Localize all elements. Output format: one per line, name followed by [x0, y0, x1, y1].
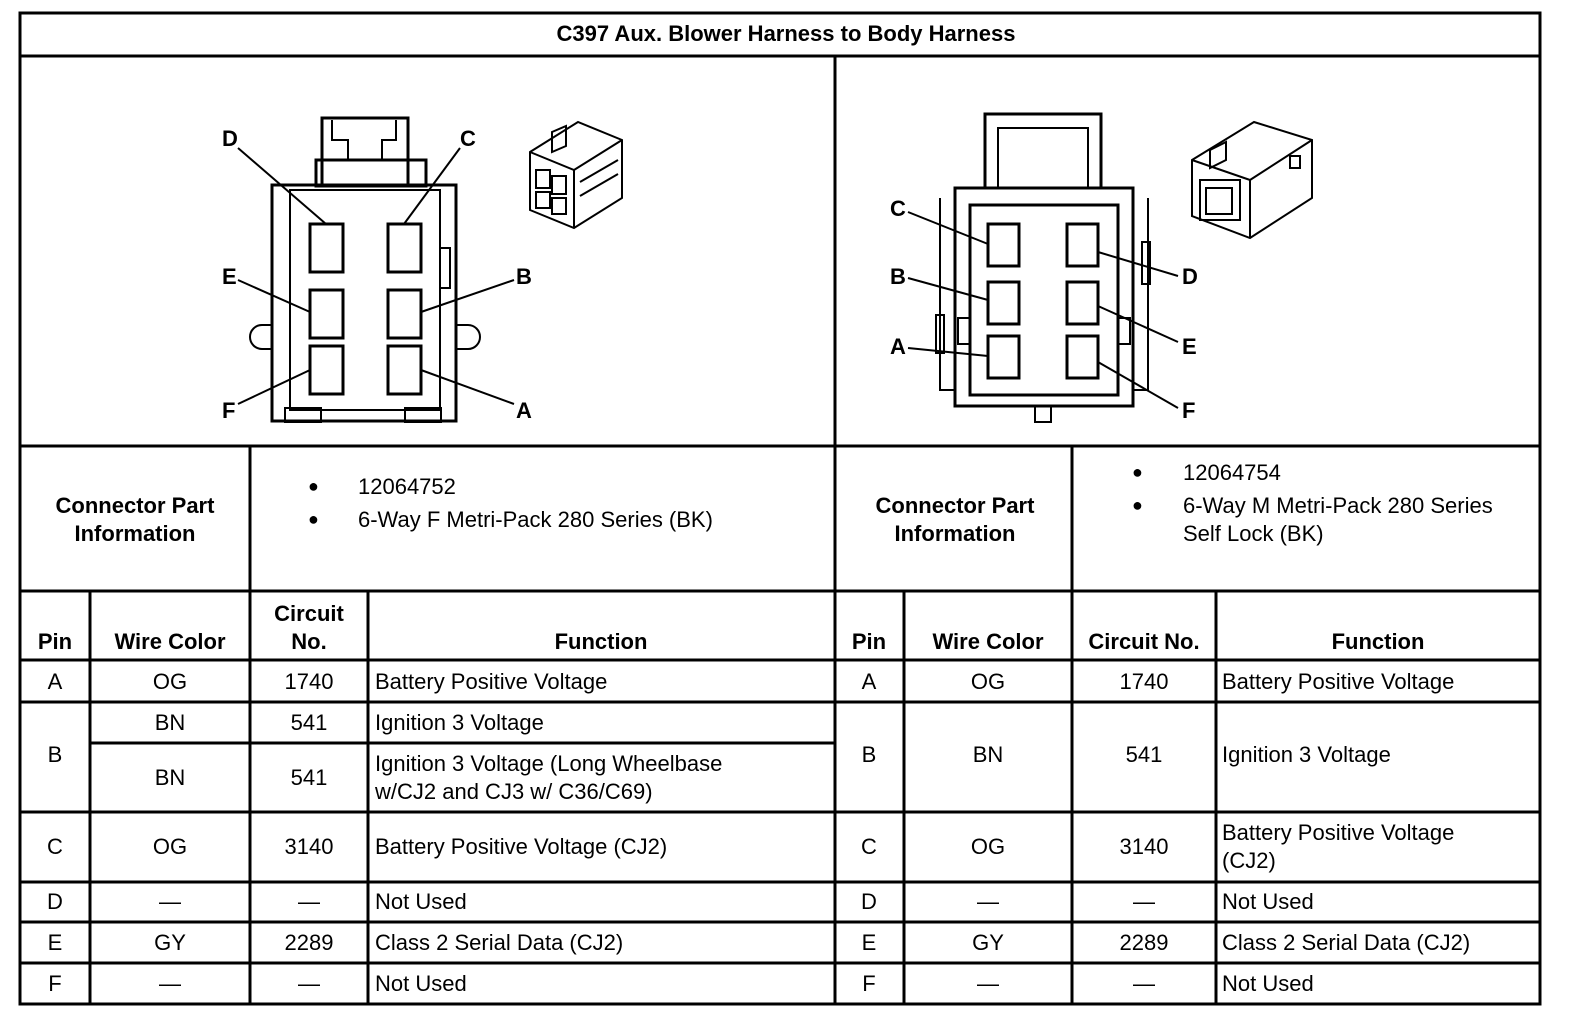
left-pin-label-f: F [222, 398, 236, 423]
right-header-function: Function [1331, 629, 1425, 654]
left-row-c-pin: C [47, 834, 63, 859]
left-part-number: 12064752 [358, 474, 456, 499]
right-bullet-2: ● [1132, 495, 1143, 515]
left-pin-label-a: A [516, 398, 532, 423]
right-row-b-wire: BN [972, 742, 1004, 767]
left-row-e-wire: GY [154, 930, 186, 955]
left-pin-label-c: C [460, 126, 476, 151]
right-info-label-line1: Connector Part [875, 493, 1035, 518]
left-header-circuit-line1: Circuit [274, 601, 344, 626]
left-bullet-2: ● [308, 509, 319, 529]
right-row-f-function: Not Used [1222, 971, 1314, 996]
right-bullet-1: ● [1132, 462, 1143, 482]
right-pin-label-b: B [890, 264, 906, 289]
right-part-description-line2: Self Lock (BK) [1183, 521, 1324, 546]
right-connector-thumbnail [1191, 120, 1313, 240]
left-row-a-function: Battery Positive Voltage [375, 669, 608, 694]
left-row-e-function: Class 2 Serial Data (CJ2) [375, 930, 624, 955]
right-row-d-pin: D [861, 889, 877, 914]
left-row-b2-function-line2: w/CJ2 and CJ3 w/ C36/C69) [375, 779, 653, 804]
right-row-b-pin: B [861, 742, 877, 767]
left-row-b1-function: Ignition 3 Voltage [375, 710, 544, 735]
left-bullet-1: ● [308, 476, 319, 496]
left-row-b1-wire: BN [154, 710, 186, 735]
right-row-c-wire: OG [970, 834, 1006, 859]
left-part-description: 6-Way F Metri-Pack 280 Series (BK) [358, 507, 713, 532]
right-row-c-pin: C [861, 834, 877, 859]
left-row-f-circuit: — [298, 971, 320, 996]
right-header-circuit: Circuit No. [1088, 629, 1200, 654]
right-pin-label-f: F [1182, 398, 1196, 423]
left-row-b2-function: Ignition 3 Voltage (Long Wheelbase [375, 751, 723, 776]
right-pin-label-e: E [1182, 334, 1197, 359]
page-title: C397 Aux. Blower Harness to Body Harness [556, 21, 1016, 46]
right-row-f-circuit: — [1133, 971, 1155, 996]
left-pin-label-b: B [516, 264, 532, 289]
left-pin-label-d: D [222, 126, 238, 151]
left-row-f-wire: — [159, 971, 181, 996]
left-row-a-pin: A [47, 669, 63, 694]
right-row-d-function: Not Used [1222, 889, 1314, 914]
left-info-label-line2: Information [74, 521, 196, 546]
right-part-description: 6-Way M Metri-Pack 280 Series [1183, 493, 1493, 518]
right-connector-diagram [907, 112, 1313, 423]
left-row-d-pin: D [47, 889, 63, 914]
left-connector-diagram [237, 116, 623, 423]
right-part-number: 12064754 [1183, 460, 1281, 485]
left-row-c-wire: OG [152, 834, 188, 859]
right-row-c-function: Battery Positive Voltage [1222, 820, 1455, 845]
left-header-function: Function [554, 629, 648, 654]
right-header-wire-color: Wire Color [932, 629, 1044, 654]
right-pin-label-c: C [890, 196, 906, 221]
right-row-f-pin: F [862, 971, 876, 996]
right-row-b-function: Ignition 3 Voltage [1222, 742, 1391, 767]
right-row-e-wire: GY [972, 930, 1004, 955]
left-row-c-function: Battery Positive Voltage (CJ2) [375, 834, 668, 859]
left-row-f-pin: F [48, 971, 62, 996]
right-row-e-pin: E [861, 930, 877, 955]
left-row-f-function: Not Used [375, 971, 467, 996]
right-info-label-line2: Information [894, 521, 1016, 546]
right-row-c-function-line2: (CJ2) [1222, 848, 1276, 873]
left-header-circuit-line2: No. [291, 629, 327, 654]
left-row-b1-circuit: 541 [290, 710, 328, 735]
left-pin-label-e: E [222, 264, 237, 289]
right-row-f-wire: — [977, 971, 999, 996]
right-row-d-circuit: — [1133, 889, 1155, 914]
right-row-a-wire: OG [970, 669, 1006, 694]
left-row-b2-circuit: 541 [290, 765, 328, 790]
right-pin-label-d: D [1182, 264, 1198, 289]
left-row-b2-wire: BN [154, 765, 186, 790]
right-row-b-circuit: 541 [1125, 742, 1163, 767]
left-header-pin: Pin [37, 629, 73, 654]
left-row-a-wire: OG [152, 669, 188, 694]
right-row-e-function: Class 2 Serial Data (CJ2) [1222, 930, 1471, 955]
table-grid [18, 11, 1542, 1006]
left-connector-thumbnail [529, 120, 623, 230]
left-row-a-circuit: 1740 [284, 669, 334, 694]
left-row-d-wire: — [159, 889, 181, 914]
left-row-d-circuit: — [298, 889, 320, 914]
left-info-label-line1: Connector Part [55, 493, 215, 518]
right-row-c-circuit: 3140 [1119, 834, 1169, 859]
left-row-e-pin: E [47, 930, 63, 955]
left-header-wire-color: Wire Color [114, 629, 226, 654]
left-row-e-circuit: 2289 [284, 930, 334, 955]
right-row-a-circuit: 1740 [1119, 669, 1169, 694]
right-pin-label-a: A [890, 334, 906, 359]
right-row-a-function: Battery Positive Voltage [1222, 669, 1455, 694]
right-row-a-pin: A [861, 669, 877, 694]
right-row-e-circuit: 2289 [1119, 930, 1169, 955]
left-row-b-pin: B [47, 742, 63, 767]
left-row-d-function: Not Used [375, 889, 467, 914]
left-row-c-circuit: 3140 [284, 834, 334, 859]
right-header-pin: Pin [851, 629, 887, 654]
right-row-d-wire: — [977, 889, 999, 914]
